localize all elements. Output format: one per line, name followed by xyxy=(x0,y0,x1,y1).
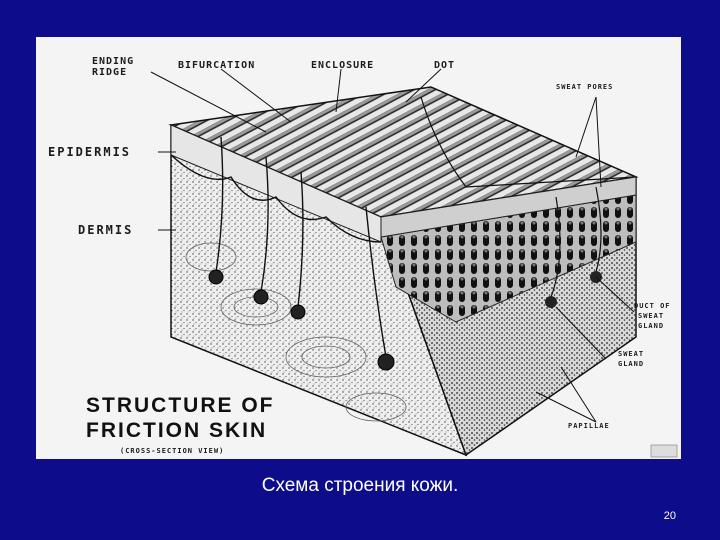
label-bifurcation: BIFURCATION xyxy=(178,61,255,71)
page-number: 20 xyxy=(664,510,676,522)
label-ending-ridge-line2: RIDGE xyxy=(92,68,127,78)
label-duct-line2: SWEAT xyxy=(638,313,664,320)
label-duct-line3: GLAND xyxy=(638,323,664,330)
skin-structure-figure: ENDING RIDGE BIFURCATION ENCLOSURE DOT S… xyxy=(36,37,681,459)
label-duct-line1: DUCT OF xyxy=(634,303,671,310)
label-sweat-gland-line2: GLAND xyxy=(618,361,644,368)
label-sweat-pores: SWEAT PORES xyxy=(556,84,613,91)
label-papillae: PAPILLAE xyxy=(568,423,610,430)
label-dermis: DERMIS xyxy=(78,224,133,236)
slide-caption: Схема строения кожи. xyxy=(0,475,720,497)
label-ending-ridge-line1: ENDING xyxy=(92,57,134,67)
figure-subtitle: (CROSS-SECTION VIEW) xyxy=(120,448,224,455)
figure-title-line2: FRICTION SKIN xyxy=(86,420,267,441)
figure-title-line1: STRUCTURE OF xyxy=(86,395,275,416)
label-sweat-gland-line1: SWEAT xyxy=(618,351,644,358)
label-epidermis: EPIDERMIS xyxy=(48,146,131,158)
label-dot: DOT xyxy=(434,61,455,71)
label-enclosure: ENCLOSURE xyxy=(311,61,374,71)
